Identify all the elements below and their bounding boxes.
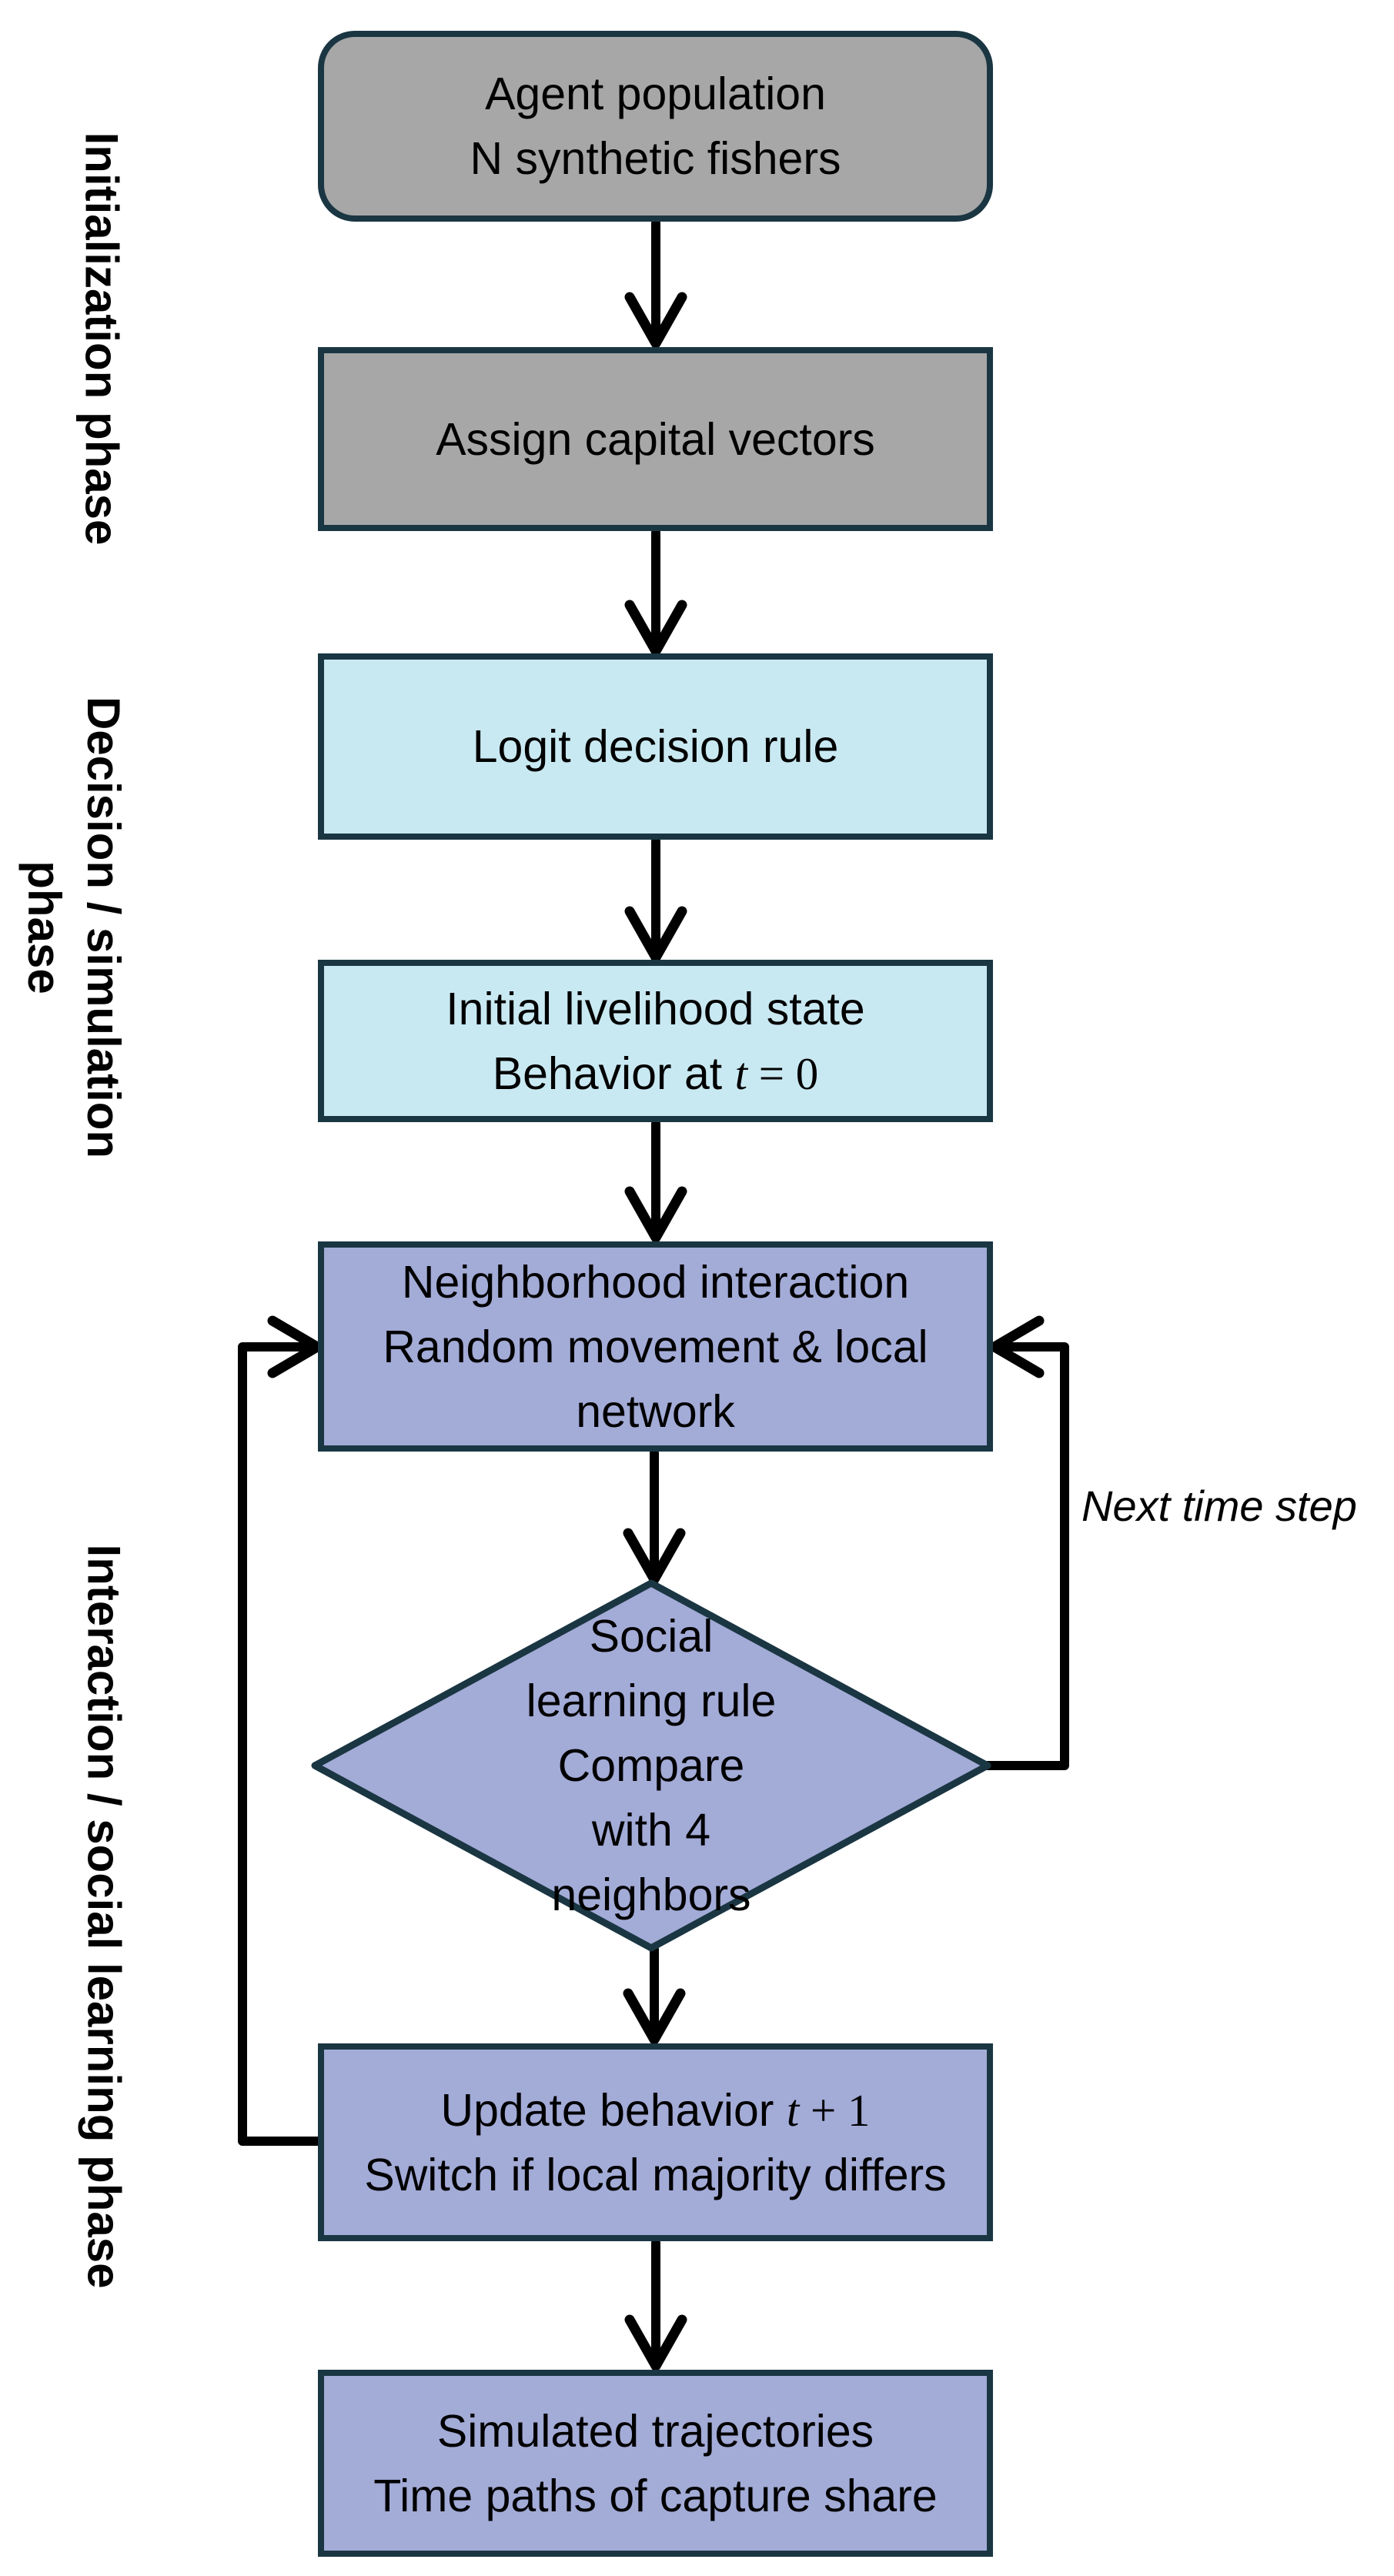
math-variable-t: t [734,1047,747,1099]
loop-update-to-neighborhood [238,1342,323,2146]
node-text-line: N synthetic fishers [470,133,841,184]
phase-label-interaction-social-learning: Interaction / social learning phase [75,1545,134,2289]
node-text-line: Initial livelihood state [446,983,865,1034]
loop-next-time-step [983,1342,1069,1770]
node-text-segment: + 1 [799,2084,871,2136]
node-social-learning-rule: Social learning rule Compare with 4 neig… [420,1589,882,1943]
node-neighborhood-interaction: Neighborhood interaction Random movement… [318,1241,993,1452]
node-text-line: Assign capital vectors [436,413,875,465]
phase-label-text-line2: phase [18,860,70,994]
arrowhead-down-3 [624,906,687,963]
arrowhead-down-6 [623,1988,686,2045]
node-text-line: Compare [557,1740,745,1791]
node-logit-decision-rule: Logit decision rule [318,653,993,840]
phase-label-decision-simulation: Decision / simulation phase [15,697,133,1158]
node-text-line: Time paths of capture share [373,2470,938,2521]
node-assign-capital-vectors: Assign capital vectors [318,347,993,531]
node-text-line: Social [589,1611,714,1662]
math-variable-t: t [786,2084,800,2136]
node-text-segment: Behavior at [492,1047,735,1099]
decision-diamond-shape [311,1579,991,1952]
node-update-behavior: Update behavior t + 1 Switch if local ma… [318,2043,993,2241]
phase-label-initialization: Initialization phase [72,132,132,546]
node-text-line: neighbors [551,1869,751,1920]
arrowhead-down-2 [624,600,687,657]
node-agent-population: Agent population N synthetic fishers [318,31,993,222]
node-text-line: Logit decision rule [472,721,839,772]
node-text-line: network [576,1385,735,1437]
arrowhead-left-into-neighborhood [989,1315,1045,1378]
node-text-line: Agent population [485,68,826,119]
phase-label-text: Initialization phase [75,132,128,546]
arrowhead-right-into-neighborhood [267,1315,323,1378]
node-simulated-trajectories: Simulated trajectories Time paths of cap… [318,2370,993,2557]
arrowhead-down-1 [624,292,687,349]
node-text-line: Neighborhood interaction [401,1256,910,1308]
node-text-line: with 4 [591,1805,711,1856]
arrowhead-down-5 [623,1528,686,1585]
node-text-line: Behavior at t = 0 [493,1041,819,1106]
arrowhead-down-4 [624,1186,687,1243]
node-text-line: Simulated trajectories [436,2405,874,2457]
phase-label-text-line1: Decision / simulation [78,696,129,1159]
node-text-segment: Update behavior [440,2084,787,2136]
node-initial-livelihood-state: Initial livelihood state Behavior at t =… [318,960,993,1122]
node-text-line: learning rule [526,1676,777,1726]
node-text-line: Random movement & local [383,1321,928,1372]
next-time-step-label: Next time step [1081,1482,1357,1530]
phase-label-text: Interaction / social learning phase [78,1544,130,2289]
node-text-segment: = 0 [747,1047,819,1099]
arrowhead-down-7 [624,2314,687,2371]
node-text-line: Switch if local majority differs [364,2149,947,2200]
node-text-line: Update behavior t + 1 [440,2078,870,2143]
